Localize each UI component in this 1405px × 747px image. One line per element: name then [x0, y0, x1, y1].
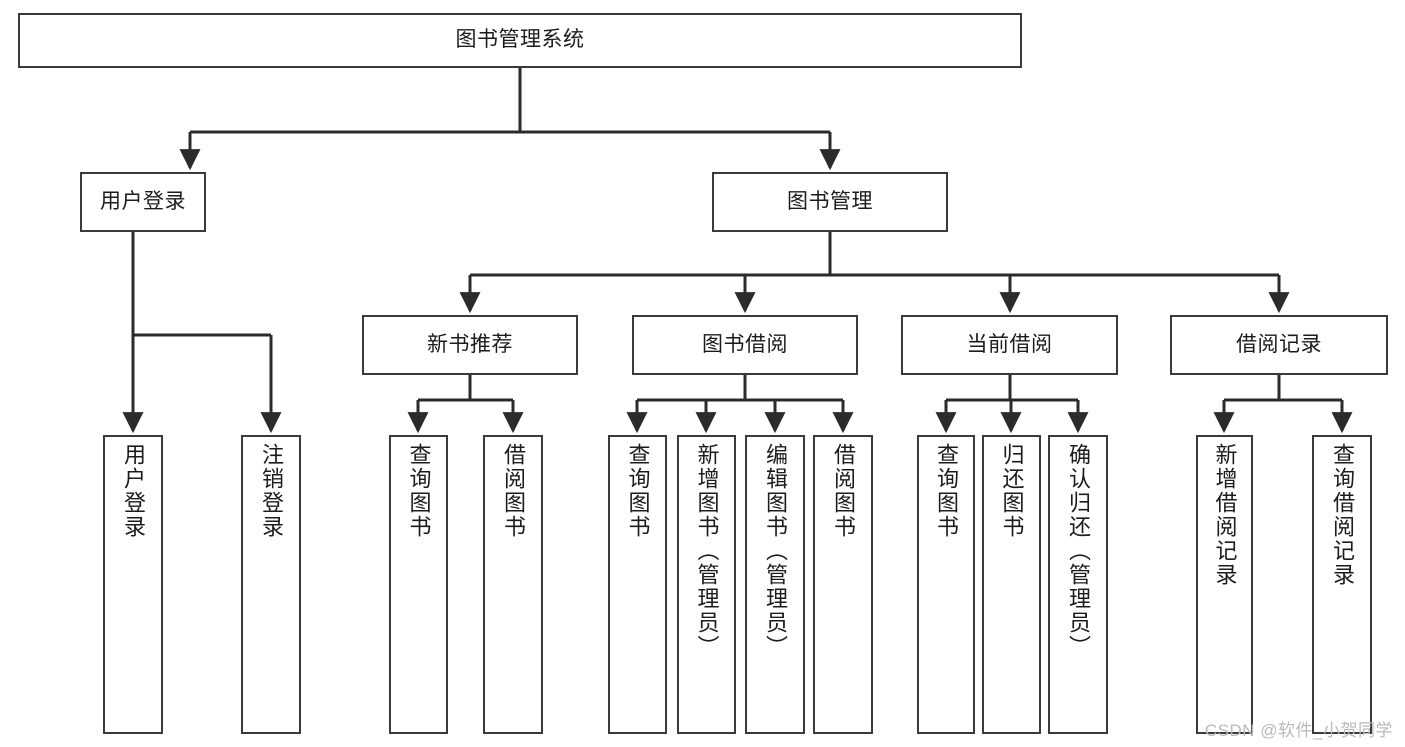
node-book-borrow-label: 图书借阅 [702, 332, 788, 356]
node-borrow-record-label: 借阅记录 [1236, 332, 1322, 356]
node-leaf-query-book-borrow-label: 查询图书 [625, 443, 651, 539]
node-new-book-recommend-label: 新书推荐 [427, 332, 513, 356]
node-borrow-record[interactable]: 借阅记录 [1170, 315, 1388, 375]
node-user-login-label: 用户登录 [100, 189, 186, 213]
node-root[interactable]: 图书管理系统 [18, 13, 1022, 68]
node-leaf-confirm-return-admin-label: 确认归还（管理员） [1066, 443, 1091, 659]
node-leaf-return-book-label: 归还图书 [999, 443, 1025, 539]
node-leaf-confirm-return-admin[interactable]: 确认归还（管理员） [1048, 435, 1108, 734]
node-book-management-label: 图书管理 [787, 189, 873, 213]
node-leaf-add-book-admin[interactable]: 新增图书（管理员） [677, 435, 736, 734]
node-leaf-query-borrow-record[interactable]: 查询借阅记录 [1312, 435, 1372, 734]
node-leaf-borrow-book-label: 借阅图书 [831, 443, 856, 539]
node-leaf-borrow-book[interactable]: 借阅图书 [813, 435, 873, 734]
node-root-label: 图书管理系统 [455, 28, 585, 52]
node-current-borrow[interactable]: 当前借阅 [901, 315, 1118, 375]
node-leaf-query-book-recommend-label: 查询图书 [406, 443, 432, 539]
node-leaf-query-book-current[interactable]: 查询图书 [917, 435, 975, 734]
node-leaf-add-borrow-record-label: 新增借阅记录 [1212, 443, 1238, 587]
node-leaf-return-book[interactable]: 归还图书 [982, 435, 1041, 734]
node-leaf-query-book-borrow[interactable]: 查询图书 [608, 435, 667, 734]
node-new-book-recommend[interactable]: 新书推荐 [362, 315, 578, 375]
node-current-borrow-label: 当前借阅 [966, 332, 1053, 356]
node-leaf-borrow-book-recommend[interactable]: 借阅图书 [483, 435, 543, 734]
node-leaf-edit-book-admin[interactable]: 编辑图书（管理员） [745, 435, 805, 734]
node-leaf-borrow-book-recommend-label: 借阅图书 [501, 443, 526, 539]
node-leaf-add-borrow-record[interactable]: 新增借阅记录 [1196, 435, 1253, 734]
node-book-management[interactable]: 图书管理 [712, 172, 948, 232]
node-leaf-query-book-current-label: 查询图书 [934, 443, 959, 539]
node-user-login[interactable]: 用户登录 [80, 172, 206, 232]
node-leaf-query-borrow-record-label: 查询借阅记录 [1330, 443, 1355, 587]
node-leaf-edit-book-admin-label: 编辑图书（管理员） [763, 443, 788, 659]
node-leaf-add-book-admin-label: 新增图书（管理员） [694, 443, 720, 659]
node-leaf-query-book-recommend[interactable]: 查询图书 [389, 435, 448, 734]
node-leaf-user-login-label: 用户登录 [121, 443, 146, 539]
node-leaf-logout-label: 注销登录 [259, 443, 284, 539]
node-book-borrow[interactable]: 图书借阅 [632, 315, 858, 375]
node-leaf-user-login[interactable]: 用户登录 [103, 435, 163, 734]
node-leaf-logout[interactable]: 注销登录 [241, 435, 301, 734]
